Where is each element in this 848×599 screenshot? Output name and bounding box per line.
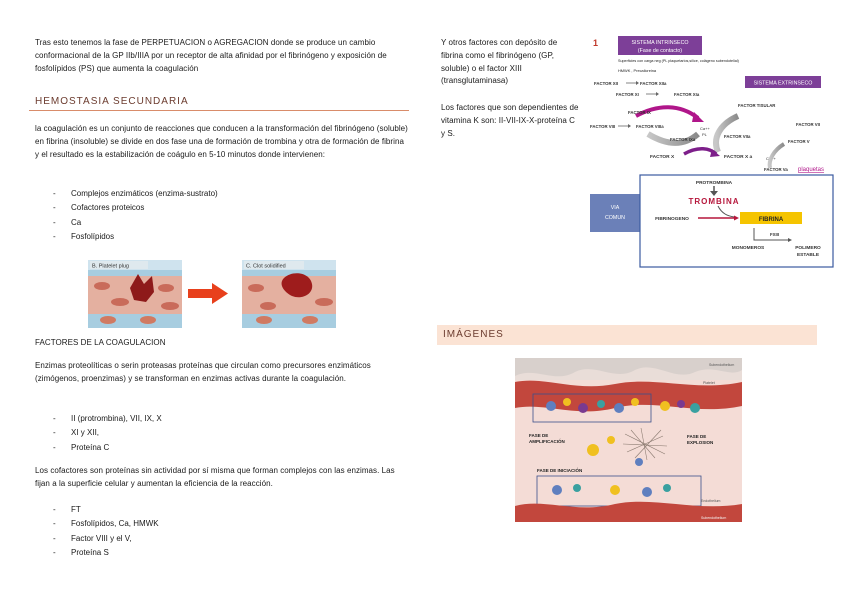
list-item: Fosfolípidos <box>35 230 365 245</box>
vitamina-k-paragraph: Los factores que son dependientes de vit… <box>441 102 581 140</box>
list-item: Fosfolípidos, Ca, HMWK <box>35 517 365 532</box>
cofactores-text: Los cofactores son proteínas sin activid… <box>35 466 395 488</box>
list-item: Proteína C <box>35 441 365 456</box>
section-heading-hemostasia: HEMOSTASIA SECUNDARIA <box>29 94 409 111</box>
fibrin-mesh <box>622 427 668 461</box>
enzimas-paragraph: Enzimas proteolíticas o serin proteasas … <box>35 360 395 386</box>
fixa-label: FACTOR IXa <box>670 137 696 142</box>
monomeros-label: MONOMEROS <box>732 245 765 251</box>
comun-label: COMUN <box>605 215 625 221</box>
polimero-label: POLIMERO <box>795 245 821 251</box>
cascade-svg: 1 SISTEMA INTRINSECO (Fase de contacto) … <box>590 36 834 268</box>
hemostasia-text: la coagulación es un conjunto de reaccio… <box>35 124 408 159</box>
vitamina-k-text: Los factores que son dependientes de vit… <box>441 103 579 138</box>
trombina-label: TROMBINA <box>688 197 739 206</box>
fva-label: FACTOR Va <box>764 167 788 172</box>
heading-hemostasia-text: HEMOSTASIA SECUNDARIA <box>35 96 189 107</box>
factores-title: FACTORES DE LA COAGULACION <box>35 337 166 350</box>
list-item: Ca <box>35 216 365 231</box>
superficies-label: Superficies con carga neg (PL plaquetari… <box>618 59 739 63</box>
coagulation-cascade-diagram: 1 SISTEMA INTRINSECO (Fase de contacto) … <box>588 34 838 269</box>
intrinseco-label: SISTEMA INTRINSECO <box>631 40 688 46</box>
fase-contacto-label: (Fase de contacto) <box>638 48 682 54</box>
fase-explosion-label-1: FASE DE <box>687 434 706 439</box>
fviiia-label: FACTOR VIIIa <box>636 124 664 129</box>
subendotelio-bottom-label: Subendothelium <box>701 516 726 520</box>
cofactores-paragraph: Los cofactores son proteínas sin activid… <box>35 465 395 491</box>
cell-model-svg: Subendothelium Platelet FASE DE AMPLIFIC… <box>515 358 742 522</box>
ca-pl-label: Ca++ <box>700 126 710 131</box>
cell-coagulation-figure: Subendothelium Platelet FASE DE AMPLIFIC… <box>515 358 742 522</box>
enzimas-text: Enzimas proteolíticas o serin proteasas … <box>35 361 371 383</box>
fase-amplificacion-label-1: FASE DE <box>529 433 548 438</box>
clot-panel-b-label: B. Platelet plug <box>92 264 129 270</box>
hemostasia-paragraph: la coagulación es un conjunto de reaccio… <box>35 123 409 161</box>
protrombina-label: PROTROMBINA <box>696 180 733 186</box>
list-item: II (protrombina), VII, IX, X <box>35 412 365 427</box>
fviia-label: FACTOR VIIa <box>724 134 751 139</box>
platelet-label: Platelet <box>703 381 715 385</box>
clot-formation-figure: B. Platelet plug C. Clot solidified <box>88 258 350 330</box>
fx-label: FACTOR X <box>650 154 675 160</box>
cofactores-list: FT Fosfolípidos, Ca, HMWK Factor VIII y … <box>35 503 365 561</box>
plaquetas-label: plaquetas <box>798 167 824 173</box>
fxiia-label: FACTOR XIIa <box>640 81 667 86</box>
enzimas-list: II (protrombina), VII, IX, X XI y XII, P… <box>35 412 365 456</box>
subendotelio-top-label: Subendothelium <box>709 363 734 367</box>
factores-title-text: FACTORES DE LA COAGULACION <box>35 338 166 347</box>
endothelium-label: Endothelium <box>701 499 721 503</box>
fxa-label: FACTOR X a <box>724 154 752 160</box>
clot-panel-c-label: C. Clot solidified <box>246 264 286 270</box>
estable-label: ESTABLE <box>797 252 820 258</box>
list-item: XI y XII, <box>35 426 365 441</box>
deposito-text: Y otros factores con depósito de fibrina… <box>441 38 558 86</box>
fase-amplificacion-label-2: AMPLIFICACIÓN <box>529 437 565 444</box>
list-item: Proteína S <box>35 546 365 561</box>
cascade-marker: 1 <box>593 38 598 48</box>
fxiii-label: FXIII <box>770 232 779 237</box>
fxii-label: FACTOR XII <box>594 81 618 86</box>
clot-formation-illustration: B. Platelet plug C. Clot solidified <box>88 260 336 328</box>
list-item: FT <box>35 503 365 518</box>
deposito-paragraph: Y otros factores con depósito de fibrina… <box>441 37 581 88</box>
via-label: VIA <box>611 205 620 211</box>
list-item: Factor VIII y el V, <box>35 532 365 547</box>
hmwk-label: HMWK , Precalicreina <box>618 68 657 73</box>
tisular-label: FACTOR TISULAR <box>738 103 776 108</box>
heading-imagenes-text: IMÁGENES <box>443 329 504 340</box>
extrinseco-label: SISTEMA EXTRINSECO <box>754 81 813 87</box>
fv-label: FACTOR V <box>788 139 810 144</box>
intro-paragraph: Tras esto tenemos la fase de PERPETUACIO… <box>35 37 407 75</box>
fase-iniciacion-label: FASE DE INICIACIÓN <box>537 466 582 473</box>
fase-explosion-label-2: EXPLOSION <box>687 440 713 445</box>
section-heading-imagenes: IMÁGENES <box>437 325 817 345</box>
fibrina-label: FIBRINA <box>759 217 784 223</box>
fxia-label: FACTOR XIa <box>674 92 700 97</box>
fibrinogeno-label: FIBRINOGENO <box>655 216 689 222</box>
list-item: Cofactores proteicos <box>35 201 365 216</box>
list-item: Complejos enzimáticos (enzima-sustrato) <box>35 187 365 202</box>
fvii-label: FACTOR VII <box>796 122 820 127</box>
fviii-label: FACTOR VIII <box>590 124 615 129</box>
fix-label: FACTOR IX <box>628 110 651 115</box>
fxi-label: FACTOR XI <box>616 92 639 97</box>
intro-text: Tras esto tenemos la fase de PERPETUACIO… <box>35 38 387 73</box>
intervienen-list: Complejos enzimáticos (enzima-sustrato) … <box>35 187 365 245</box>
pl-label: PL <box>702 132 708 137</box>
